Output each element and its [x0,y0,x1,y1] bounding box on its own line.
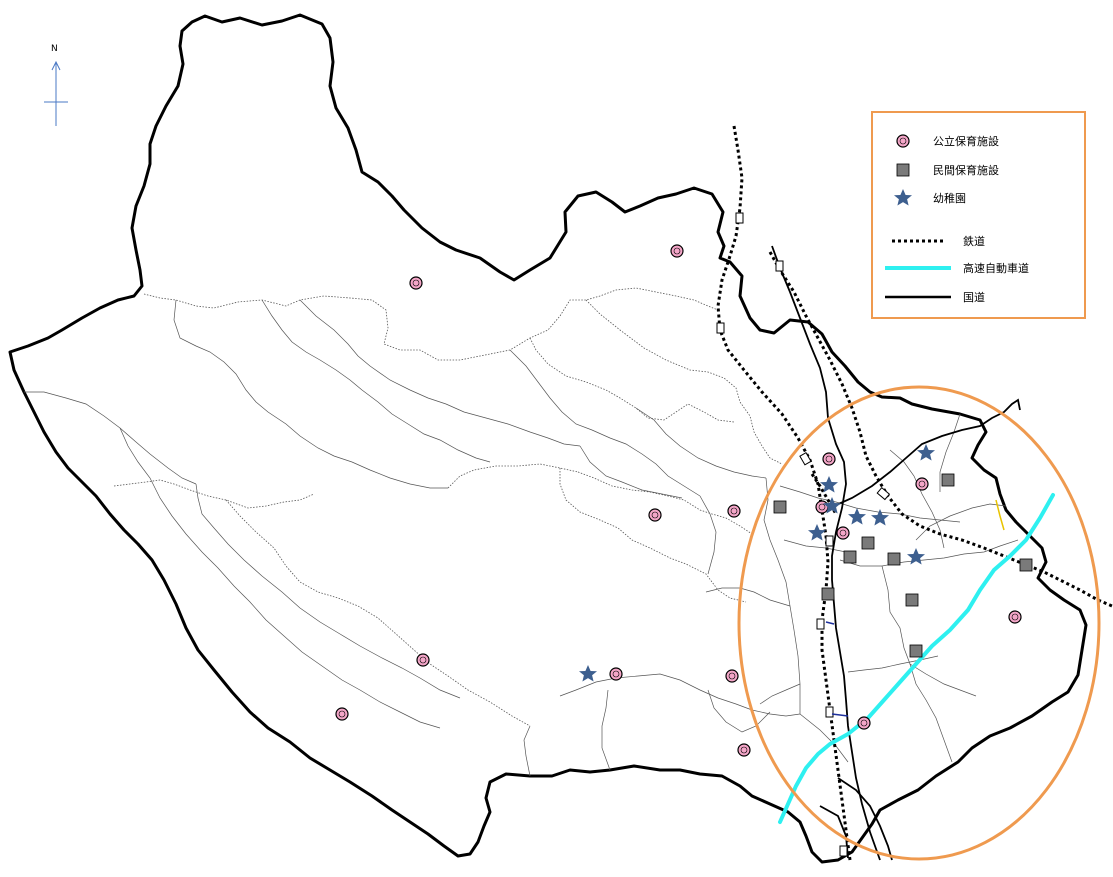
private-facility-marker [773,500,787,514]
public-facility-marker [416,653,430,667]
private-facility-marker [861,536,875,550]
private-facilities [773,473,1033,658]
railway-stations [716,212,891,857]
kindergarten-marker [871,509,889,526]
legend-label-expressway: 高速自動車道 [963,262,1029,275]
private-facility-marker [821,587,835,601]
public-facility-marker [815,500,829,514]
kindergarten-icon [873,188,933,208]
legend-label-national-road: 国道 [963,291,985,304]
district-boundaries-dotted [113,287,783,727]
kindergarten-marker [917,444,935,461]
expressway [778,493,1055,824]
public-facility-marker [836,526,850,540]
legend-label-railway: 鉄道 [963,235,985,248]
kindergarten-marker [579,665,597,682]
public-facility-marker [725,669,739,683]
public-facilities [335,244,1022,757]
kindergarten-marker [848,508,866,525]
public-facility-marker [335,707,349,721]
north-arrow-icon [44,60,68,126]
legend-row-railway: 鉄道 [873,233,985,249]
national-road-line-icon [873,293,963,301]
private-facility-marker [941,473,955,487]
kindergarten-marker [823,497,841,514]
north-arrow-label: N [51,44,58,54]
public-facility-marker [648,508,662,522]
public-facility-marker [727,504,741,518]
north-arrow: N [40,44,72,128]
legend-row-private: 民間保育施設 [873,162,999,178]
private-facility-marker [887,552,901,566]
private-facility-marker [1019,558,1033,572]
legend-row-kindergarten: 幼稚園 [873,188,966,208]
city-boundary [8,13,1088,864]
public-facility-marker [1008,610,1022,624]
district-boundaries-solid [24,299,1019,777]
legend-label-kindergarten: 幼稚園 [933,192,966,205]
legend-label-public: 公立保育施設 [933,135,999,148]
national-roads [771,245,1021,861]
private-facility-marker [909,644,923,658]
public-facility-marker [670,244,684,258]
public-facility-marker [857,716,871,730]
public-facility-marker [915,477,929,491]
legend-row-national-road: 国道 [873,289,985,305]
public-facility-marker [609,667,623,681]
railway-line-icon [873,237,963,245]
legend-row-public: 公立保育施設 [873,133,999,149]
kindergarten-marker [820,476,838,493]
minor-accents [825,499,1005,717]
public-facility-marker [737,743,751,757]
public-facility-marker [409,276,423,290]
legend-label-private: 民間保育施設 [933,164,999,177]
kindergartens [579,444,935,682]
kindergarten-marker [808,524,826,541]
kindergarten-marker [907,548,925,565]
public-facility-marker [822,452,836,466]
private-facility-marker [905,593,919,607]
public-facility-icon [873,133,933,149]
private-facility-icon [873,162,933,178]
expressway-line-icon [873,264,963,272]
private-facility-marker [843,550,857,564]
legend-row-expressway: 高速自動車道 [873,260,1029,276]
map-legend: 公立保育施設 民間保育施設 幼稚園 鉄道 高速自動車道 国道 [871,111,1086,319]
highlight-ellipse [737,385,1101,861]
